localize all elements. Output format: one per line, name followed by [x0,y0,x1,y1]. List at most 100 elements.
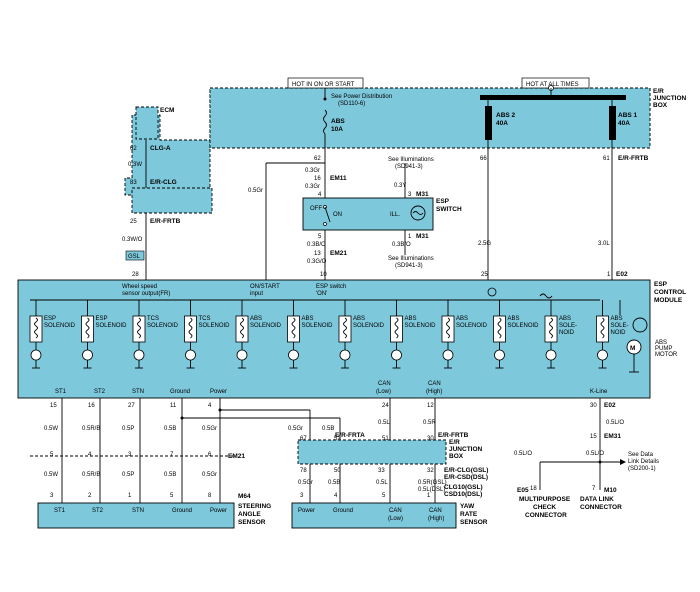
wire-label: 7 [592,486,596,492]
ecm-box [135,106,159,140]
abs2-label: ABS 2 [496,112,516,119]
svg-text:RATE: RATE [460,511,478,518]
solenoid-label: SOLENOID [250,323,282,329]
m31-label-bottom: M31 [416,233,429,240]
wire-label: 27 [128,403,135,409]
wire-label: EM31 [604,433,621,440]
wire-label: 0.5P [122,426,134,432]
wheel-speed-label: Wheel speed [122,284,157,290]
wire-label: 24 [382,403,389,409]
pin-62-b: 62 [314,156,321,162]
er-frtb-label-2: E/R-FRTB [618,155,649,162]
wire-label: 0.5R/B [82,472,100,478]
solenoid-label: ABS [250,316,262,322]
wire-label: 0.5R(GSL) [418,480,447,486]
mod-st2: ST2 [94,389,106,395]
svg-text:SWITCH: SWITCH [436,206,462,213]
k-line-label: K-Line [590,389,608,395]
wire-0.5gr: 0.5Gr [248,188,263,194]
pin-28: 28 [132,272,139,278]
off-label: OFF [310,206,322,212]
ecm-label: ECM [160,107,174,114]
see-illum-bottom-ref: (SD941-3) [395,263,423,269]
wire-label: 18 [530,486,537,492]
svg-text:(Low): (Low) [376,389,391,395]
svg-text:(High): (High) [426,389,442,395]
mod-stn: STN [132,389,144,395]
data-link-label: DATA LINK [580,496,614,503]
abs1-rating: 40A [618,120,630,127]
m64-label: M64 [238,493,251,500]
svg-text:MOTOR: MOTOR [655,352,678,358]
solenoid-label: SOLENOID [302,323,334,329]
pin-1-e02: 1 [607,272,611,278]
solenoid-label: SOLENOID [405,323,437,329]
er-junction-box-bottom [297,439,447,465]
wire-label: 0.5Gr [288,426,303,432]
wire-label: 8 [208,493,212,499]
wire-label: 0.5B [328,480,340,486]
wire-label: 0.5W [44,426,58,432]
er-frtb-bottom-label: E/R-FRTB [438,432,469,439]
er-clg-gsl: E/R-CLG(GSL) [444,467,488,474]
solenoid-label: ABS [611,316,623,322]
er-csd-dsl: E/R-CSD(DSL) [444,474,488,481]
multipurpose-label: MULTIPURPOSE [519,496,571,503]
wire-label: 7 [170,452,174,458]
wire-label: 16 [88,403,95,409]
solenoid-label: SOLE- [611,323,629,329]
wire-label: 0.5B [322,426,334,432]
pump-switch-icon [632,317,648,333]
yaw-rate-sensor [291,502,457,529]
wire-label: 0.5R/B [82,426,100,432]
wire-label: 11 [170,403,177,409]
mod-can-low: CAN [378,381,391,387]
clg-a-label: CLG-A [150,145,171,152]
on-label: ON [333,212,342,218]
e02-label-top: E02 [616,271,628,278]
st-pin-st1: ST1 [54,508,66,514]
pin-13-a: 13 [314,251,321,257]
svg-text:CHECK: CHECK [533,504,556,511]
gsl-tag: GSL [128,254,141,260]
wire-label: 0.5B [164,426,176,432]
esp-switch-on-label: ESP switch [316,284,346,290]
st-pin-stn: STN [132,508,144,514]
yaw-label: YAW [460,503,475,510]
wire-label: 78 [300,468,307,474]
wire-label: 0.5L(DSL) [418,487,445,493]
pin-61: 61 [603,156,610,162]
er-frtb-label: E/R-FRTB [150,218,181,225]
e05-label: E05 [517,487,529,494]
wire-label: 0.5B [164,472,176,478]
solenoid-label: SOLENOID [199,323,231,329]
yaw-pin-can-high: CAN [429,508,442,514]
pin-10: 10 [320,272,327,278]
see-data-link-2: Link Details [628,459,659,465]
wire-label: 50 [334,468,341,474]
svg-text:SENSOR: SENSOR [238,519,266,526]
wire-label: 67 [300,436,307,442]
em21-label-top: EM21 [330,250,347,257]
sensor-output-label: sensor output(FR) [122,291,170,297]
wire-label: E02 [604,402,616,409]
wire-label: 5 [50,452,54,458]
wire-label: 15 [590,434,597,440]
solenoid-label: SOLENOID [508,323,540,329]
abs-fuse-rating: 10A [331,126,343,133]
wire-label: 30 [427,436,434,442]
see-illum-top-ref: (SD941-3) [395,164,423,170]
er-clg-label: E/R-CLG [150,179,177,186]
wire-label: 4 [88,452,92,458]
solenoid-label: SOLENOID [456,323,488,329]
yaw-pin-power: Power [298,508,315,514]
bus-bar [480,95,626,100]
steering-angle-sensor [37,502,235,529]
